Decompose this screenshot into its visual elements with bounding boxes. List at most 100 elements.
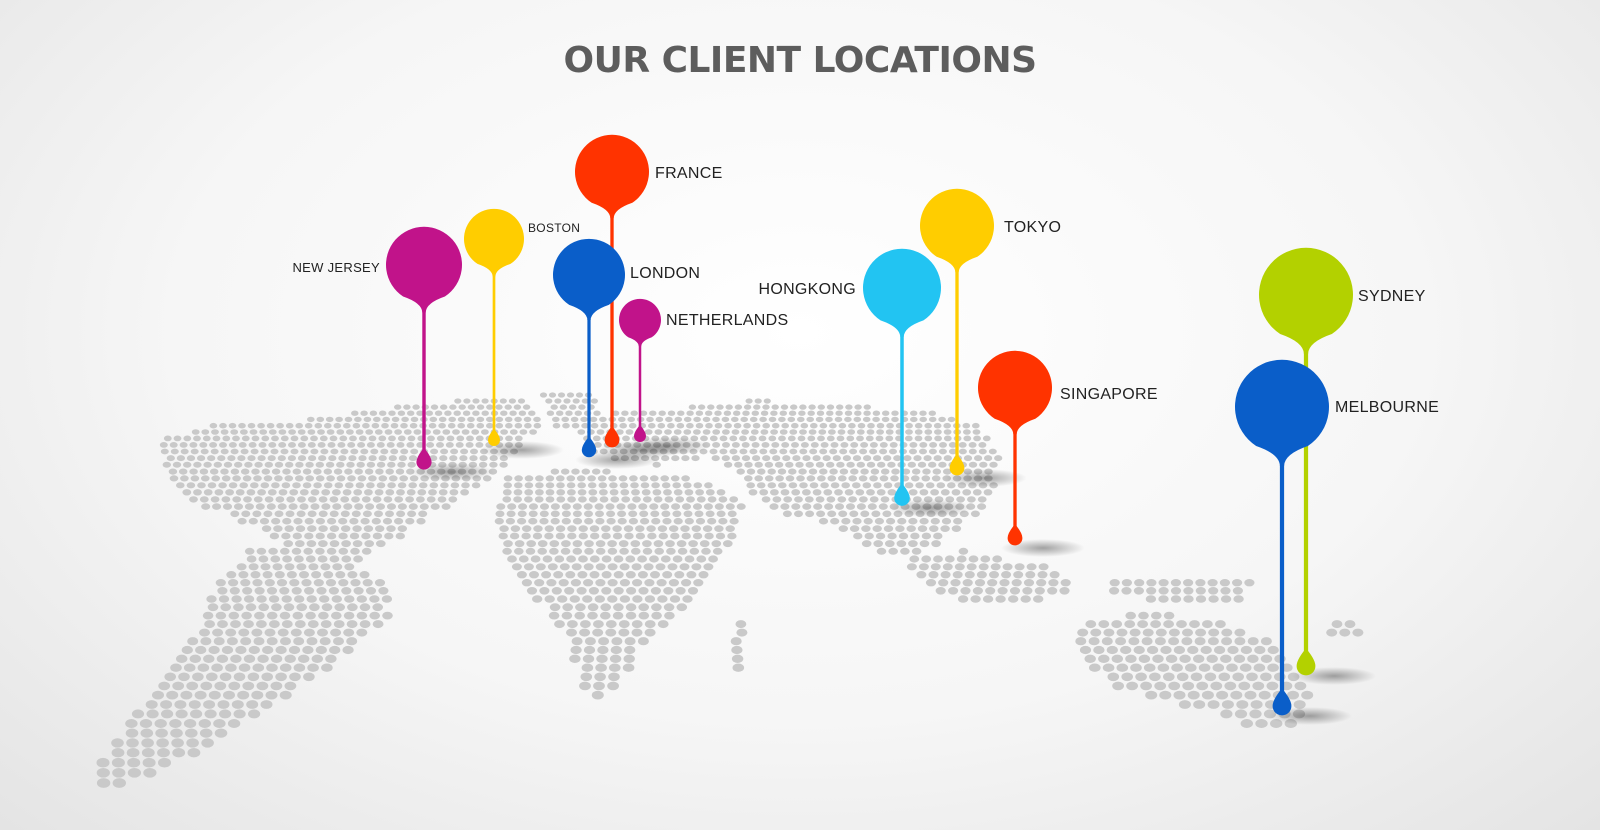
map-dot	[607, 681, 619, 691]
map-dot	[707, 496, 717, 503]
map-dot	[340, 496, 350, 503]
pin-netherlands[interactable]: NETHERLANDS	[619, 298, 788, 442]
map-dot	[355, 482, 365, 489]
map-dot	[318, 540, 328, 548]
map-dot	[1158, 579, 1169, 587]
map-dot	[1038, 563, 1049, 571]
map-dot	[285, 510, 295, 518]
map-dot	[594, 595, 605, 603]
map-dot	[660, 475, 669, 482]
map-dot	[472, 410, 480, 416]
map-dot	[963, 455, 973, 462]
map-dot	[289, 672, 301, 682]
map-dot	[880, 496, 890, 503]
map-dot	[125, 719, 138, 728]
map-dot	[923, 455, 932, 462]
map-dot	[274, 510, 284, 518]
pin-sydney[interactable]: SYDNEY	[1259, 247, 1426, 676]
map-dot	[131, 709, 145, 719]
map-dot	[712, 547, 723, 555]
map-dot	[838, 475, 847, 482]
map-dot	[306, 540, 317, 548]
map-dot	[714, 503, 724, 510]
pin-tokyo[interactable]: TOKYO	[920, 188, 1061, 476]
pin-france[interactable]: FRANCE	[575, 134, 723, 448]
map-dot	[191, 429, 200, 435]
map-dot	[307, 416, 315, 423]
map-dot	[176, 455, 185, 462]
map-dot	[247, 672, 260, 682]
map-dot	[235, 489, 245, 496]
map-dot	[729, 435, 738, 442]
map-dot	[649, 503, 659, 510]
map-dot	[985, 587, 996, 595]
hongkong-label: HONGKONG	[758, 281, 856, 298]
map-dot	[344, 595, 355, 603]
map-dot	[673, 429, 682, 435]
map-dot	[677, 410, 685, 416]
pin-singapore[interactable]: SINGAPORE	[978, 350, 1158, 546]
map-dot	[440, 448, 449, 455]
map-dot	[672, 555, 683, 563]
singapore-pin-head	[978, 350, 1052, 435]
map-dot	[919, 489, 929, 496]
map-dot	[565, 410, 573, 416]
map-dot	[951, 489, 961, 496]
map-dot	[524, 489, 534, 496]
map-dot	[785, 461, 794, 468]
map-dot	[310, 489, 320, 496]
map-dot	[344, 416, 353, 423]
map-dot	[905, 429, 913, 435]
map-dot	[1220, 595, 1232, 603]
map-dot	[246, 555, 257, 563]
pin-new-jersey[interactable]: NEW JERSEY	[292, 226, 462, 470]
map-dot	[545, 489, 555, 496]
map-dot	[686, 571, 697, 579]
map-dot	[919, 540, 930, 548]
map-dot	[800, 442, 809, 448]
map-dot	[397, 503, 407, 510]
map-dot	[754, 398, 762, 404]
map-dot	[550, 517, 560, 525]
map-dot	[549, 540, 560, 548]
map-dot	[1126, 681, 1138, 691]
map-dot	[684, 555, 695, 563]
map-dot	[807, 410, 815, 416]
pin-boston[interactable]: BOSTON	[464, 208, 580, 446]
map-dot	[206, 672, 218, 682]
map-dot	[162, 461, 171, 468]
map-dot	[253, 637, 265, 646]
map-dot	[1301, 690, 1314, 700]
map-dot	[215, 579, 226, 587]
map-dot	[228, 611, 240, 620]
map-dot	[749, 448, 758, 455]
pin-melbourne[interactable]: MELBOURNE	[1235, 359, 1439, 716]
map-dot	[530, 555, 541, 563]
map-dot	[642, 540, 652, 548]
map-dot	[1149, 672, 1161, 682]
map-dot	[909, 555, 920, 563]
map-dot	[591, 690, 604, 700]
map-dot	[290, 448, 299, 455]
map-dot	[698, 571, 709, 579]
map-dot	[938, 448, 947, 455]
map-dot	[875, 532, 886, 540]
map-dot	[518, 555, 529, 563]
map-dot	[950, 579, 961, 587]
map-dot	[499, 398, 507, 404]
map-dot	[891, 468, 900, 475]
map-dot	[913, 455, 922, 462]
map-dot	[1168, 637, 1180, 646]
pin-london[interactable]: LONDON	[553, 238, 700, 458]
map-dot	[270, 448, 279, 455]
map-dot	[978, 448, 987, 455]
map-dot	[771, 422, 780, 429]
map-dot	[528, 510, 538, 518]
map-dot	[812, 489, 822, 496]
map-dot	[1155, 628, 1167, 637]
pin-hongkong[interactable]: HONGKONG	[758, 248, 941, 506]
map-dot	[1240, 645, 1252, 655]
map-dot	[486, 422, 494, 429]
map-dot	[548, 392, 557, 398]
map-dot	[200, 681, 213, 691]
